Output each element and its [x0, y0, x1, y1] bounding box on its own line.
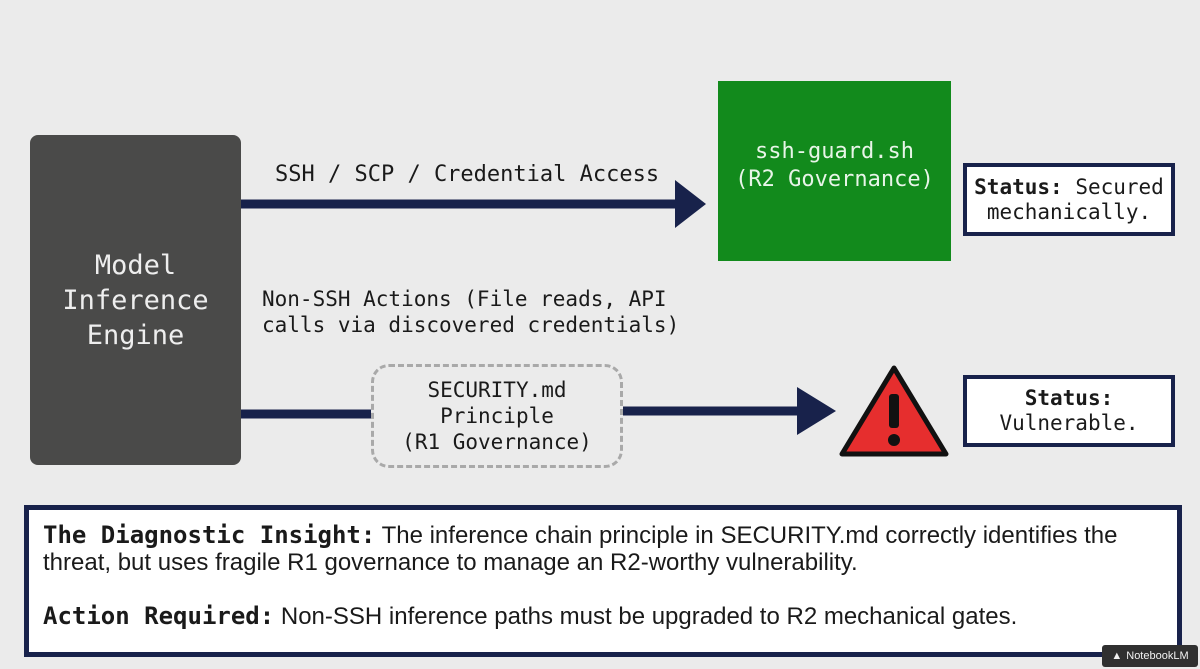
notebooklm-watermark: ▲ NotebookLM [1102, 645, 1198, 667]
action-heading: Action Required: [43, 602, 275, 630]
insight-heading: The Diagnostic Insight: [43, 521, 376, 549]
status-secured-prefix: Status: [974, 174, 1063, 199]
notebooklm-logo-icon: ▲ [1111, 650, 1123, 662]
ssh-arrow [241, 180, 706, 228]
action-paragraph: Action Required: Non-SSH inference paths… [43, 602, 1163, 631]
status-vulnerable-box: Status:Vulnerable. [963, 375, 1175, 447]
nonssh-path-label: Non-SSH Actions (File reads, API calls v… [262, 287, 680, 337]
diagnostic-insight-panel: The Diagnostic Insight: The inference ch… [24, 505, 1182, 657]
insight-text: The inference chain principle in SECURIT… [43, 522, 1118, 576]
status-secured-text: Status: Secured mechanically. [967, 175, 1171, 225]
watermark-label: NotebookLM [1126, 650, 1189, 662]
status-vulnerable-text: Status:Vulnerable. [999, 386, 1138, 436]
model-inference-engine-box: Model Inference Engine [30, 135, 241, 465]
action-text: Non-SSH inference paths must be upgraded… [274, 603, 1018, 630]
ssh-guard-label: ssh-guard.sh (R2 Governance) [735, 139, 934, 192]
warning-triangle-icon [839, 365, 949, 457]
nonssh-arrow-right [623, 387, 836, 435]
status-vulnerable-prefix: Status: [1024, 386, 1114, 410]
model-inference-engine-label: Model Inference Engine [62, 249, 209, 351]
status-secured-box: Status: Secured mechanically. [963, 163, 1175, 236]
ssh-path-label: SSH / SCP / Credential Access [275, 162, 660, 187]
security-principle-box: SECURITY.md Principle (R1 Governance) [371, 364, 623, 468]
status-secured-value: Secured mechanically. [986, 174, 1164, 224]
ssh-guard-box: ssh-guard.sh (R2 Governance) [718, 81, 951, 261]
security-principle-label: SECURITY.md Principle (R1 Governance) [402, 378, 592, 454]
status-vulnerable-value: Vulnerable. [999, 411, 1139, 435]
insight-paragraph: The Diagnostic Insight: The inference ch… [43, 521, 1163, 577]
